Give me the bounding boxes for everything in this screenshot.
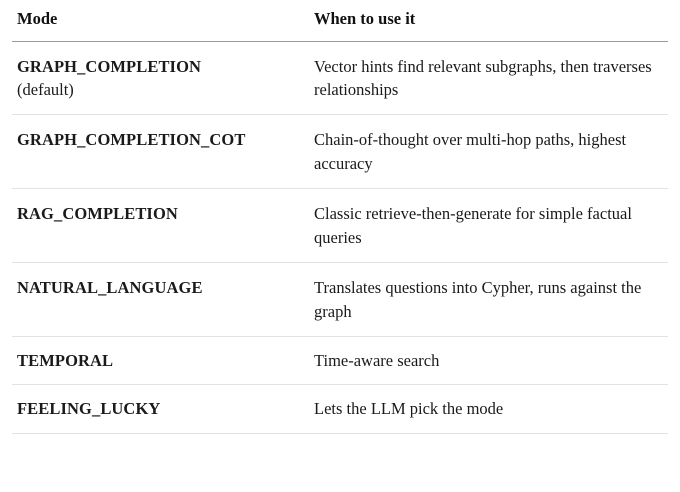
mode-name: FEELING_LUCKY: [17, 399, 161, 419]
cell-usage: Time-aware search: [309, 336, 668, 386]
cell-mode: FEELING_LUCKY: [12, 384, 309, 434]
table-header: Mode When to use it: [12, 0, 668, 42]
cell-mode: TEMPORAL: [12, 336, 309, 386]
cell-mode: GRAPH_COMPLETION (default): [12, 41, 309, 116]
column-header-mode: Mode: [12, 0, 309, 42]
cell-mode: GRAPH_COMPLETION_COT: [12, 114, 309, 190]
table-row: RAG_COMPLETION Classic retrieve-then-gen…: [12, 188, 668, 264]
mode-name: RAG_COMPLETION: [17, 204, 178, 224]
mode-name: NATURAL_LANGUAGE: [17, 278, 203, 298]
cell-usage: Translates questions into Cypher, runs a…: [309, 262, 668, 337]
cell-usage: Chain-of-thought over multi-hop paths, h…: [309, 114, 668, 190]
table-row: GRAPH_COMPLETION (default) Vector hints …: [12, 41, 668, 116]
column-header-usage: When to use it: [309, 0, 668, 42]
table-row: GRAPH_COMPLETION_COT Chain-of-thought ov…: [12, 114, 668, 190]
mode-default-note: (default): [17, 80, 74, 100]
cell-usage: Vector hints find relevant subgraphs, th…: [309, 41, 668, 116]
cell-mode: NATURAL_LANGUAGE: [12, 262, 309, 337]
table-body: GRAPH_COMPLETION (default) Vector hints …: [12, 41, 668, 434]
table-row: NATURAL_LANGUAGE Translates questions in…: [12, 262, 668, 337]
modes-table: Mode When to use it GRAPH_COMPLETION (de…: [12, 0, 668, 434]
cell-usage: Lets the LLM pick the mode: [309, 384, 668, 434]
table-header-row: Mode When to use it: [12, 0, 668, 42]
table-row: FEELING_LUCKY Lets the LLM pick the mode: [12, 384, 668, 434]
mode-name: TEMPORAL: [17, 351, 114, 370]
mode-name: GRAPH_COMPLETION_COT: [17, 130, 246, 150]
mode-name: GRAPH_COMPLETION: [17, 56, 202, 76]
cell-mode: RAG_COMPLETION: [12, 188, 309, 264]
cell-usage: Classic retrieve-then-generate for simpl…: [309, 188, 668, 264]
table-row: TEMPORAL Time-aware search: [12, 336, 668, 386]
